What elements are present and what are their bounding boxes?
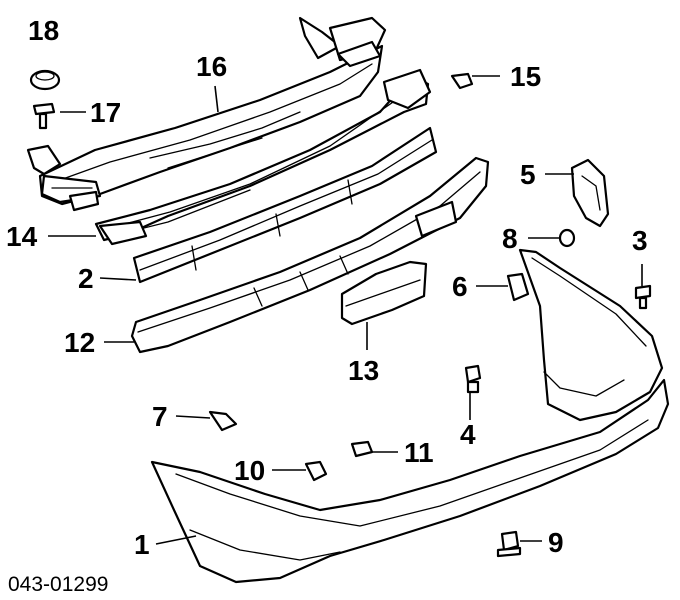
part-11-clip <box>350 440 374 458</box>
callout-14: 14 <box>6 221 38 252</box>
part-10-clip <box>304 460 328 482</box>
callout-7: 7 <box>152 401 168 432</box>
part-16-reinforcement <box>26 16 387 212</box>
callout-13: 13 <box>348 355 379 386</box>
callout-10: 10 <box>234 455 265 486</box>
part-5-bracket <box>570 158 610 228</box>
part-4-fastener <box>464 364 482 394</box>
leader-lines <box>48 75 643 545</box>
callout-5: 5 <box>520 159 536 190</box>
callout-16: 16 <box>196 51 227 82</box>
callout-6: 6 <box>452 271 468 302</box>
callout-labels: 18 17 16 15 5 14 8 3 2 6 12 13 7 4 11 10… <box>6 15 648 560</box>
callout-15: 15 <box>510 61 541 92</box>
part-7-clip <box>208 410 238 432</box>
callout-18: 18 <box>28 15 59 46</box>
part-12-face-bar <box>130 156 490 354</box>
callout-4: 4 <box>460 419 476 450</box>
callout-2: 2 <box>78 263 94 294</box>
part-17-clip <box>32 102 56 130</box>
callout-3: 3 <box>632 225 648 256</box>
callout-9: 9 <box>548 527 564 558</box>
part-14-absorber <box>94 68 432 246</box>
part-13-molding <box>340 260 428 326</box>
callout-11: 11 <box>404 437 434 468</box>
callout-1: 1 <box>134 529 150 560</box>
part-18-grommet <box>29 69 61 91</box>
callout-12: 12 <box>64 327 95 358</box>
callout-8: 8 <box>502 223 518 254</box>
callout-17: 17 <box>90 97 121 128</box>
part-15-clip <box>450 72 474 90</box>
part-6-bracket <box>506 272 530 302</box>
part-1-bumper-cover <box>150 248 670 584</box>
part-8-clip <box>558 228 576 248</box>
diagram-caption: 043-01299 <box>8 573 108 596</box>
part-3-screw <box>634 284 652 310</box>
part-9-grommet <box>496 530 522 558</box>
part-2-retainer <box>132 126 438 284</box>
